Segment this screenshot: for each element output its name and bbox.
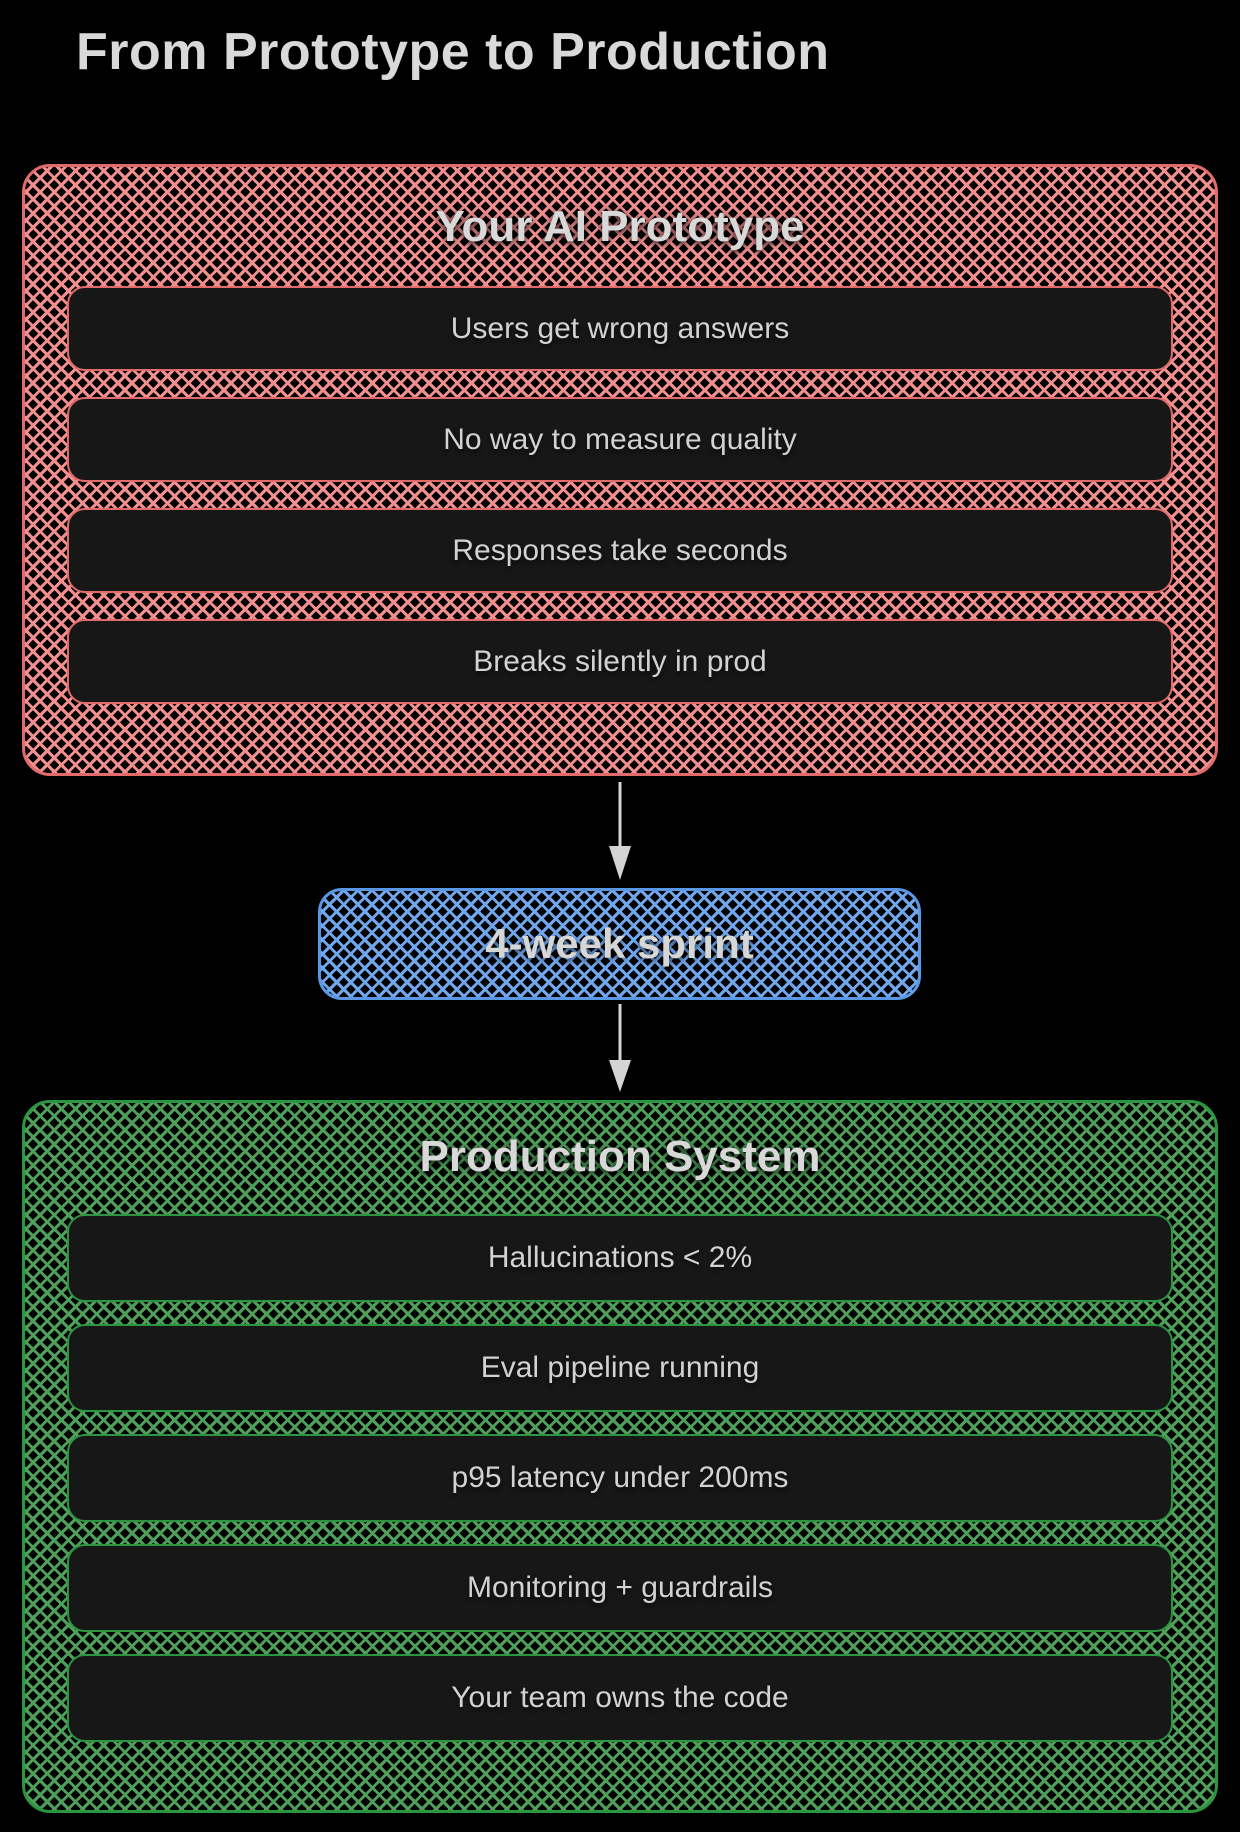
prototype-box: Your AI Prototype Users get wrong answer… xyxy=(22,164,1218,776)
prototype-box-title: Your AI Prototype xyxy=(435,202,805,251)
production-box: Production System Hallucinations < 2% Ev… xyxy=(22,1100,1218,1813)
prototype-item-2: No way to measure quality xyxy=(67,397,1173,482)
sprint-badge-label: 4-week sprint xyxy=(485,920,754,967)
prototype-item-1: Users get wrong answers xyxy=(67,286,1173,371)
arrow-down-icon xyxy=(604,1002,636,1096)
prototype-item-list: Users get wrong answers No way to measur… xyxy=(25,286,1215,704)
prototype-item-3: Responses take seconds xyxy=(67,508,1173,593)
production-box-title: Production System xyxy=(419,1132,821,1181)
production-item-2: Eval pipeline running xyxy=(67,1324,1173,1412)
production-item-list: Hallucinations < 2% Eval pipeline runnin… xyxy=(25,1214,1215,1742)
production-item-1: Hallucinations < 2% xyxy=(67,1214,1173,1302)
sprint-badge: 4-week sprint xyxy=(318,888,921,1000)
production-item-4: Monitoring + guardrails xyxy=(67,1544,1173,1632)
production-item-3: p95 latency under 200ms xyxy=(67,1434,1173,1522)
page-title: From Prototype to Production xyxy=(76,23,830,81)
production-item-5: Your team owns the code xyxy=(67,1654,1173,1742)
prototype-item-4: Breaks silently in prod xyxy=(67,619,1173,704)
arrow-down-icon xyxy=(604,778,636,886)
